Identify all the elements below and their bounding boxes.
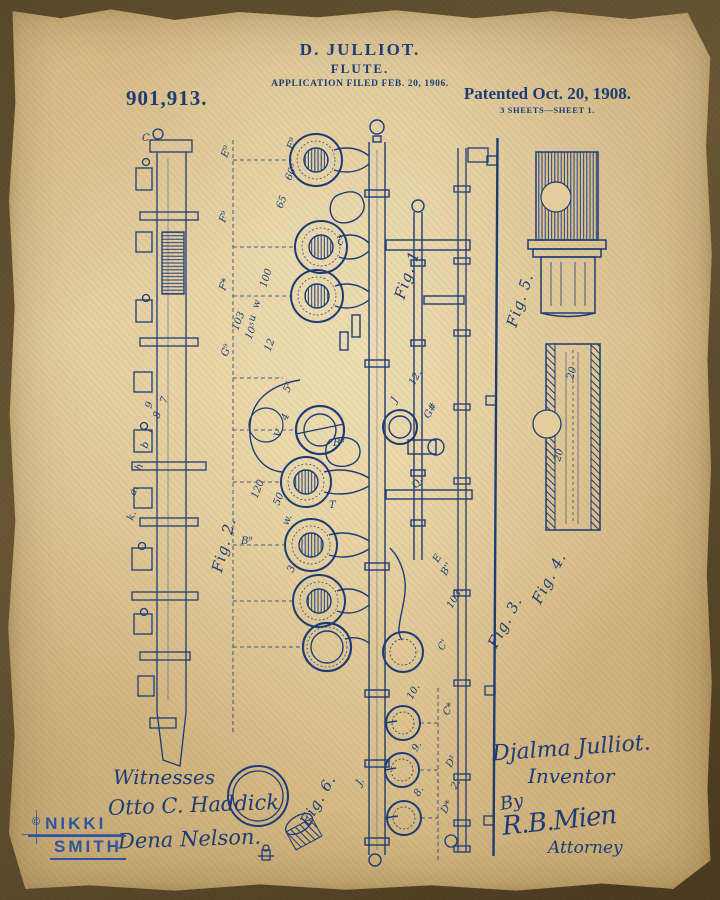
ref-label: G# — [422, 401, 440, 421]
ref-label: 8. — [412, 785, 426, 799]
watermark-tickmark — [22, 834, 122, 835]
ref-label: 65 — [275, 194, 290, 210]
ref-label: 50 — [272, 491, 287, 508]
ref-label: 12 — [263, 337, 278, 353]
fig1-flute-front-view — [248, 119, 473, 867]
ref-label: 8 — [151, 410, 164, 420]
ref-label: b — [139, 440, 152, 450]
fig2-flute-side-view — [131, 128, 207, 767]
watermark-name-line2: SMITH — [50, 837, 126, 860]
ref-label: G⁹ — [219, 343, 233, 358]
ref-label: 5⁸ — [282, 380, 296, 394]
ref-label: 10. — [405, 682, 422, 701]
lever-group — [248, 191, 445, 673]
ref-label: E — [431, 552, 445, 565]
inventor-caption: Inventor — [528, 764, 615, 788]
ref-label: w. — [281, 513, 295, 527]
artist-watermark: ©NIKKI SMITH — [22, 810, 126, 860]
ref-label: w — [250, 298, 263, 310]
ref-label: h — [133, 462, 146, 472]
ref-label: E⁹ — [285, 137, 300, 152]
ref-label: F⁹ — [217, 210, 231, 225]
key-pad-group — [280, 133, 370, 628]
ref-label: a. — [127, 485, 140, 497]
ref-label: C. — [142, 133, 152, 144]
ref-label: i — [143, 427, 154, 434]
ref-label: F* — [217, 277, 232, 293]
ref-label: J — [388, 395, 401, 407]
ref-label: D¹ — [444, 754, 460, 771]
ring-key-group — [294, 404, 422, 836]
ref-label: 4 — [279, 412, 292, 423]
ref-label: B⁸ — [332, 438, 344, 449]
ref-label: u — [246, 313, 258, 323]
attorney-caption: Attorney — [548, 838, 623, 858]
invention-title: FLUTE. — [330, 61, 390, 76]
copyright-icon: © — [32, 816, 44, 828]
watermark-tickmark — [36, 810, 37, 844]
witness-signature-2: Dena Nelson. — [117, 824, 262, 854]
inventor-heading: D. JULLIOT. — [299, 40, 421, 59]
ref-label: 2. — [449, 778, 464, 793]
ref-label: D* — [439, 799, 456, 817]
ref-label: 20 — [565, 365, 579, 382]
witnesses-heading: Witnesses — [113, 765, 215, 789]
ref-label: V — [273, 427, 287, 439]
ref-label: E⁹ — [219, 145, 234, 160]
ref-label: 3. — [286, 561, 300, 574]
ref-label: J. — [353, 776, 367, 789]
ref-label: c⁹ — [334, 234, 348, 248]
construction-lines — [232, 140, 439, 862]
patent-number: 901,913. — [126, 86, 208, 110]
ref-label: 9. — [410, 740, 424, 754]
application-line: APPLICATION FILED FEB. 20, 1906. — [271, 79, 449, 89]
ref-label: C' — [436, 638, 451, 653]
ref-label: 9 — [143, 400, 156, 410]
watermark-name-line1: NIKKI — [45, 814, 107, 833]
ref-label: 120 — [250, 478, 268, 500]
ref-label: 20 — [552, 447, 566, 464]
ref-label: 100 — [258, 267, 275, 289]
ref-label: T — [329, 500, 337, 511]
ref-label: B⁹ — [240, 536, 252, 547]
ref-label: 10⁵ — [244, 321, 260, 341]
fig4-detail — [532, 343, 601, 531]
fig6-detail — [227, 765, 323, 861]
ref-label: Q. — [410, 476, 425, 491]
ref-label: 103. — [445, 586, 466, 611]
fig5-detail — [527, 151, 607, 318]
ref-label: C* — [441, 701, 457, 717]
ref-label: 7 — [158, 395, 171, 405]
fig3-rod — [444, 137, 499, 857]
ref-label: k. — [125, 510, 139, 522]
ref-label: 103 — [230, 310, 247, 332]
patented-date-line: Patented Oct. 20, 1908. — [463, 84, 632, 103]
sheet-count-line: 3 SHEETS—SHEET 1. — [500, 105, 595, 115]
